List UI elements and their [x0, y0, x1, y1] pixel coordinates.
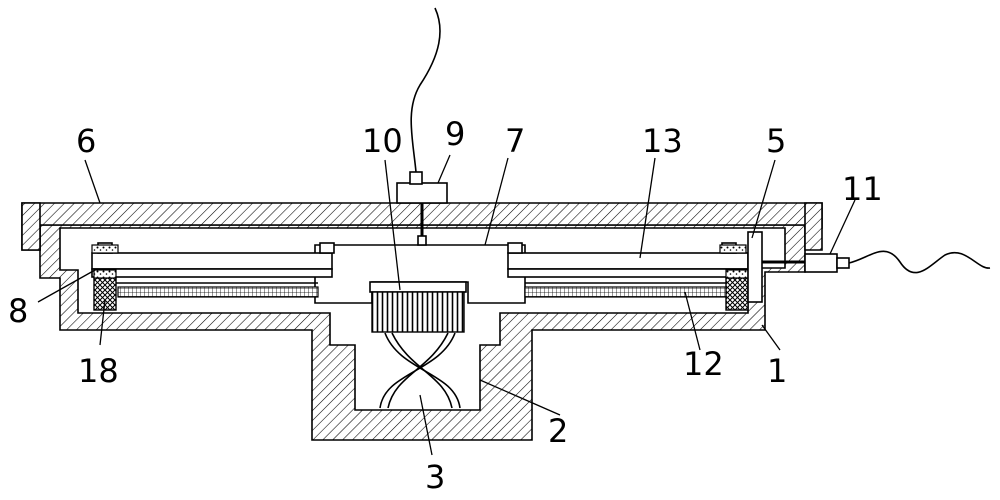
- label-8: 8: [8, 292, 28, 330]
- label-5: 5: [766, 122, 786, 160]
- side-sensor: [747, 231, 991, 303]
- label-10: 10: [362, 122, 403, 160]
- bolts: [91, 242, 747, 254]
- top-motor: [396, 7, 448, 246]
- label-12: 12: [683, 345, 724, 383]
- end-blocks: [93, 269, 749, 311]
- top-cover-plate: [21, 202, 823, 251]
- top-cable: [410, 7, 441, 173]
- label-13: 13: [642, 122, 683, 160]
- label-7: 7: [505, 122, 525, 160]
- drive-gear: [369, 281, 467, 333]
- label-18: 18: [78, 352, 119, 390]
- leader-lines: [37, 154, 856, 456]
- label-2: 2: [548, 412, 568, 450]
- side-cable: [848, 250, 991, 274]
- sliding-arms: [91, 252, 749, 278]
- label-6: 6: [76, 122, 96, 160]
- label-3: 3: [425, 458, 445, 496]
- label-1: 1: [767, 352, 787, 390]
- spring: [379, 332, 461, 409]
- label-11: 11: [842, 170, 883, 208]
- label-9: 9: [445, 115, 465, 153]
- part-labels: 6 10 9 7 13 5 11 8 18 12 1 2 3: [8, 115, 883, 496]
